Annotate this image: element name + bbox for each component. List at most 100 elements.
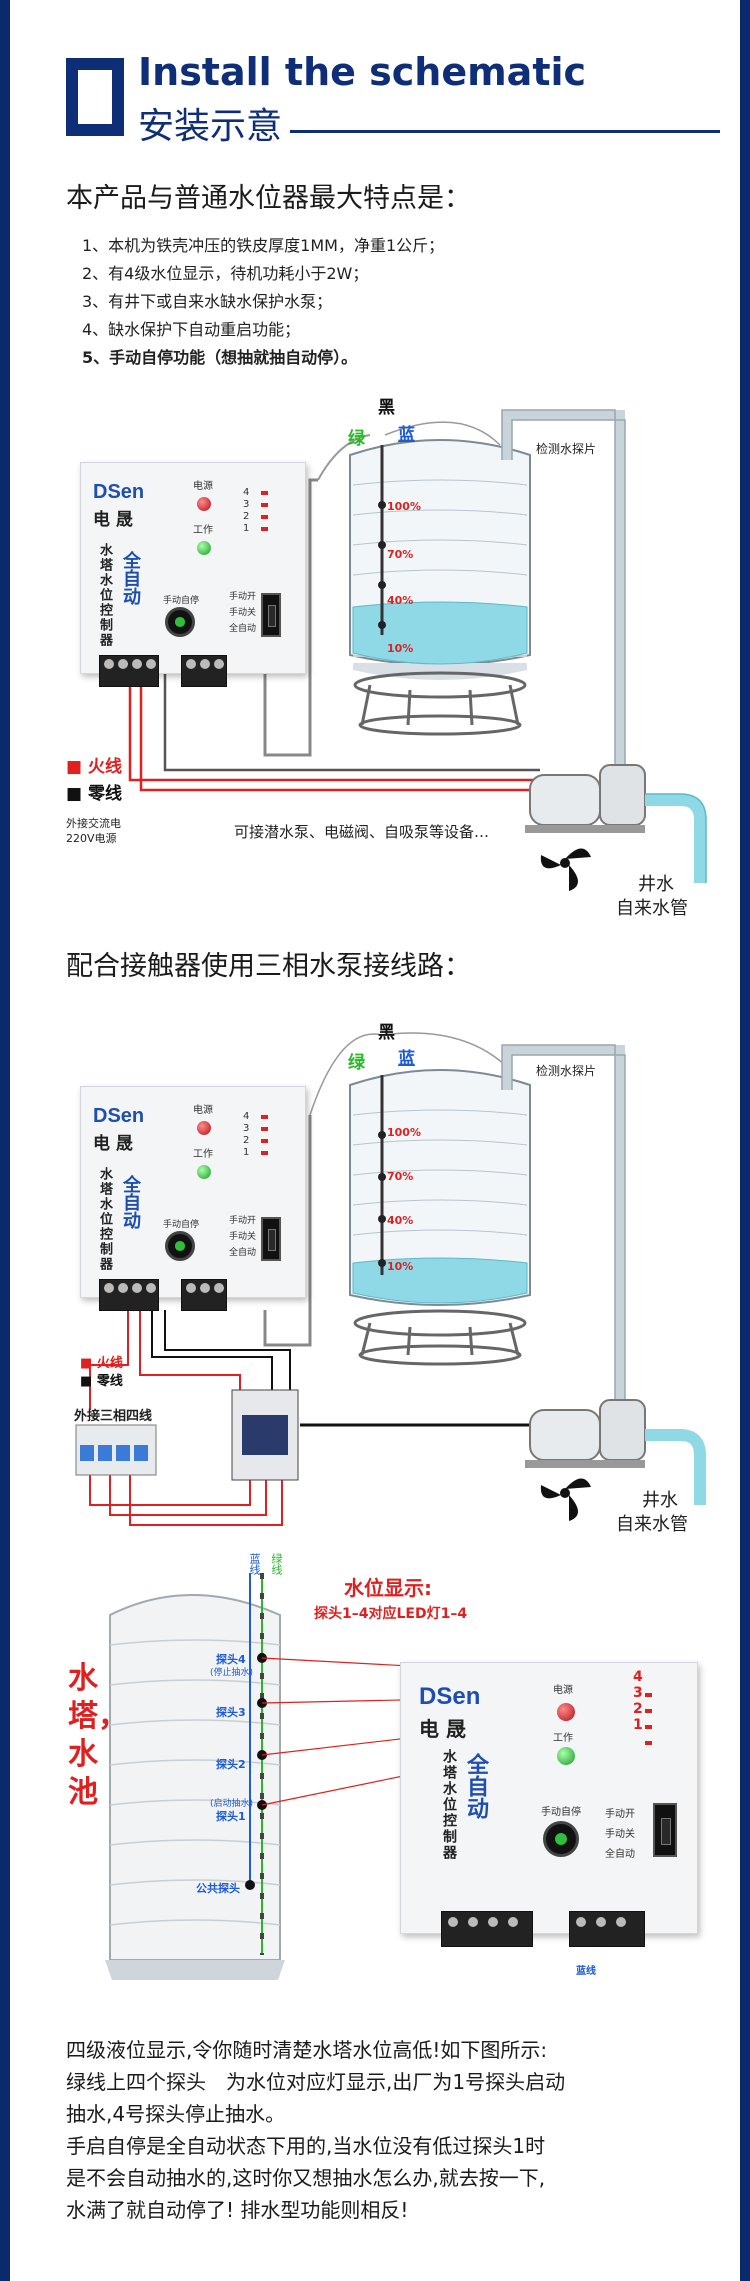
- level-led: [645, 1741, 652, 1745]
- probe-4-label: 探头4: [216, 1653, 246, 1666]
- auto-label: 全自动: [120, 551, 141, 605]
- mode-switch[interactable]: [261, 1217, 281, 1261]
- tower-label: 水塔，水池: [68, 1661, 128, 1810]
- model-label: 水塔水位控制器: [97, 543, 112, 648]
- manual-label: 手动自停: [541, 1807, 581, 1818]
- description-line: 四级液位显示,令你随时清楚水塔水位高低!如下图所示:: [66, 2038, 548, 2062]
- level-led: [261, 491, 268, 495]
- manual-on-label: 手动开: [605, 1809, 635, 1820]
- feature-item: 5、手动自停功能（想抽就抽自动停）。: [82, 348, 358, 367]
- ac-supply-1: 外接交流电: [66, 817, 121, 830]
- level-mark: 3: [243, 1123, 250, 1134]
- fire-wire-text: 火线: [96, 1356, 123, 1371]
- terminal-block: [441, 1911, 533, 1947]
- level-led: [645, 1693, 652, 1697]
- feature-item: 4、缺水保护下自动重启功能；: [82, 320, 301, 339]
- power-lamp: [197, 1121, 211, 1135]
- brand-logo: DSen: [419, 1683, 481, 1710]
- manual-knob[interactable]: [165, 1231, 195, 1261]
- manual-label: 手动自停: [163, 596, 200, 606]
- power-label: 电源: [553, 1685, 573, 1696]
- level-led: [261, 503, 268, 507]
- level-led: [645, 1709, 652, 1713]
- terminal-block: [181, 655, 227, 687]
- full-auto-label: 全自动: [605, 1849, 635, 1860]
- description-line: 绿线上四个探头 为水位对应灯显示,出厂为1号探头启动: [66, 2070, 566, 2094]
- level-led: [261, 515, 268, 519]
- fan-icon: [540, 848, 591, 891]
- work-lamp: [197, 541, 211, 555]
- wire-blue-label: 蓝: [398, 1049, 415, 1069]
- level-mark: 1: [243, 523, 250, 534]
- manual-off-label: 手动关: [605, 1829, 635, 1840]
- feature-item: 2、有4级水位显示，待机功耗小于2W；: [82, 264, 369, 283]
- terminal-block: [181, 1279, 227, 1311]
- work-lamp: [197, 1165, 211, 1179]
- brand-cn: 电 晟: [93, 510, 133, 530]
- mode-switch[interactable]: [261, 593, 281, 637]
- features-heading: 本产品与普通水位器最大特点是：: [66, 183, 471, 214]
- manual-knob[interactable]: [165, 607, 195, 637]
- led-number: 1: [633, 1717, 643, 1733]
- level-40: 40%: [387, 1214, 414, 1227]
- fan-icon: [540, 1478, 591, 1521]
- work-label: 工作: [193, 525, 213, 536]
- description-line: 是不会自动抽水的,这时你又想抽水怎么办,就去按一下,: [66, 2166, 546, 2190]
- description-line: 抽水,4号探头停止抽水。: [66, 2102, 286, 2126]
- brand-logo: DSen: [93, 1105, 145, 1127]
- controller-box: DSen 电 晟 电源 工作 4 3 2 1 水塔水位控制器 全自动 手动自停 …: [80, 1086, 306, 1311]
- level-mark: 4: [243, 487, 250, 498]
- brand-cn: 电 晟: [93, 1134, 133, 1154]
- wire-green-label: 绿: [348, 1053, 365, 1073]
- wire-black-label: 黑: [378, 1023, 395, 1043]
- level-100: 100%: [387, 500, 421, 513]
- mode-switch[interactable]: [653, 1803, 677, 1857]
- breaker-label: 外接三相四线: [74, 1409, 153, 1424]
- level-led: [645, 1725, 652, 1729]
- power-lamp: [557, 1703, 575, 1721]
- brand-cn: 电 晟: [419, 1717, 466, 1741]
- wire-green-label: 绿: [348, 429, 365, 449]
- work-label: 工作: [193, 1149, 213, 1160]
- probe-4-note: (停止抽水): [210, 1668, 254, 1678]
- probe-1-note: (启动抽水): [210, 1799, 254, 1809]
- title-underline: [290, 130, 720, 133]
- fire-wire-label: ■ 火线: [66, 757, 122, 777]
- wire-blue-label: 蓝: [398, 425, 415, 445]
- terminal-block: [99, 655, 159, 687]
- zero-wire-text: 零线: [87, 784, 122, 804]
- page-frame: Install the schematic 安装示意 本产品与普通水位器最大特点…: [10, 0, 740, 2281]
- brand-logo: DSen: [93, 481, 145, 503]
- diagram-2: [75, 1032, 706, 1526]
- level-100: 100%: [387, 1126, 421, 1139]
- level-70: 70%: [387, 548, 414, 561]
- level-led: [261, 1151, 268, 1155]
- feature-item: 3、有井下或自来水缺水保护水泵；: [82, 292, 333, 311]
- level-led: [261, 1115, 268, 1119]
- manual-knob[interactable]: [543, 1821, 579, 1857]
- level-mark: 2: [243, 1135, 250, 1146]
- level-display-subtitle: 探头1–4对应LED灯1–4: [314, 1606, 468, 1622]
- led-number: 4: [633, 1669, 643, 1685]
- page-title-cn: 安装示意: [138, 106, 283, 147]
- level-mark: 1: [243, 1147, 250, 1158]
- level-40: 40%: [387, 594, 414, 607]
- probe-label: 检测水探片: [536, 1064, 597, 1078]
- wire-green-vertical: 绿线: [270, 1553, 283, 1575]
- bottom-wire-label: 蓝线: [576, 1966, 596, 1977]
- probe-label: 检测水探片: [536, 442, 597, 456]
- power-label: 电源: [193, 481, 213, 492]
- tap-label: 自来水管: [616, 1514, 688, 1535]
- full-auto-label: 全自动: [229, 1248, 257, 1258]
- level-led: [261, 527, 268, 531]
- probe-1-label: 探头1: [216, 1810, 246, 1823]
- fire-wire-text: 火线: [87, 757, 122, 777]
- description-line: 水满了就自动停了! 排水型功能则相反!: [66, 2198, 409, 2222]
- wire-blue-vertical: 蓝线: [248, 1553, 261, 1575]
- work-label: 工作: [553, 1733, 573, 1744]
- power-lamp: [197, 497, 211, 511]
- wire-black-label: 黑: [378, 398, 395, 418]
- power-label: 电源: [193, 1105, 213, 1116]
- terminal-block: [99, 1279, 159, 1311]
- level-10: 10%: [387, 1260, 414, 1273]
